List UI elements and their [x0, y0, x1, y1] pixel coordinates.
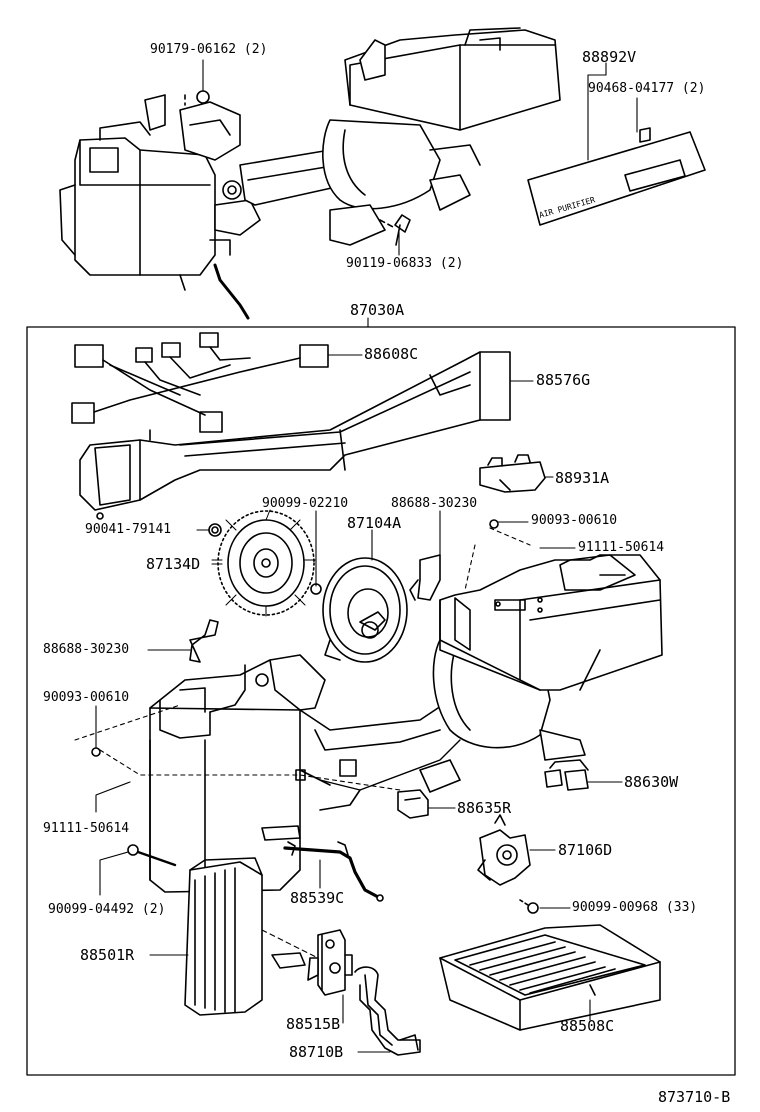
- figure-id: 873710-B: [658, 1088, 731, 1106]
- air-duct: [79, 351, 511, 520]
- pipe-88710B: [354, 966, 421, 1056]
- evaporator-case: [149, 654, 461, 893]
- label-90099-04492: 90099-04492 (2): [48, 902, 166, 917]
- label-90099-02210: 90099-02210: [262, 496, 349, 511]
- label-90093-00610-left: 90093-00610: [43, 690, 130, 705]
- label-87106D: 87106D: [558, 841, 613, 859]
- expansion-valve: [271, 929, 353, 996]
- blower-fan: [211, 509, 316, 617]
- label-88710B: 88710B: [289, 1043, 344, 1061]
- blower-motor: [322, 557, 408, 663]
- label-90099-00968: 90099-00968 (33): [572, 900, 698, 915]
- label-90179-06162: 90179-06162 (2): [150, 42, 268, 57]
- wire-harness: [71, 332, 329, 433]
- label-91111-50614-right: 91111-50614: [578, 540, 665, 555]
- label-90468-04177: 90468-04177 (2): [588, 81, 706, 96]
- label-88630W: 88630W: [624, 773, 679, 791]
- label-90119-06833: 90119-06833 (2): [346, 256, 464, 271]
- label-88608C: 88608C: [364, 345, 419, 363]
- pipe-88539C: [261, 825, 384, 902]
- label-90041-79141: 90041-79141: [85, 522, 172, 537]
- assembly-frame: [26, 326, 736, 1076]
- blower-case: [419, 554, 663, 793]
- label-88539C: 88539C: [290, 889, 345, 907]
- connector-88931A: [479, 454, 546, 493]
- label-88931A: 88931A: [555, 469, 610, 487]
- label-88515B: 88515B: [286, 1015, 341, 1033]
- leader-lines: [74, 59, 638, 1053]
- label-87030A: 87030A: [350, 301, 405, 319]
- top-assembly: [59, 27, 561, 320]
- evaporator: [184, 857, 263, 1016]
- air-filter: [439, 924, 661, 1031]
- sensor-88635R: [397, 789, 429, 819]
- label-87104A: 87104A: [347, 514, 402, 532]
- label-88501R: 88501R: [80, 946, 135, 964]
- label-87134D: 87134D: [146, 555, 201, 573]
- label-88576G: 88576G: [536, 371, 591, 389]
- label-90093-00610-right: 90093-00610: [531, 513, 618, 528]
- label-88688-30230-top: 88688-30230: [391, 496, 478, 511]
- air-purifier-panel: [527, 127, 706, 226]
- label-88892V: 88892V: [582, 48, 637, 66]
- label-88635R: 88635R: [457, 799, 512, 817]
- switch-88630W: [544, 759, 589, 791]
- servo-motor: [477, 814, 531, 886]
- label-88688-30230-left: 88688-30230: [43, 642, 130, 657]
- bolt-90099-04492: [127, 844, 177, 867]
- label-91111-50614-left: 91111-50614: [43, 821, 130, 836]
- label-88508C: 88508C: [560, 1017, 615, 1035]
